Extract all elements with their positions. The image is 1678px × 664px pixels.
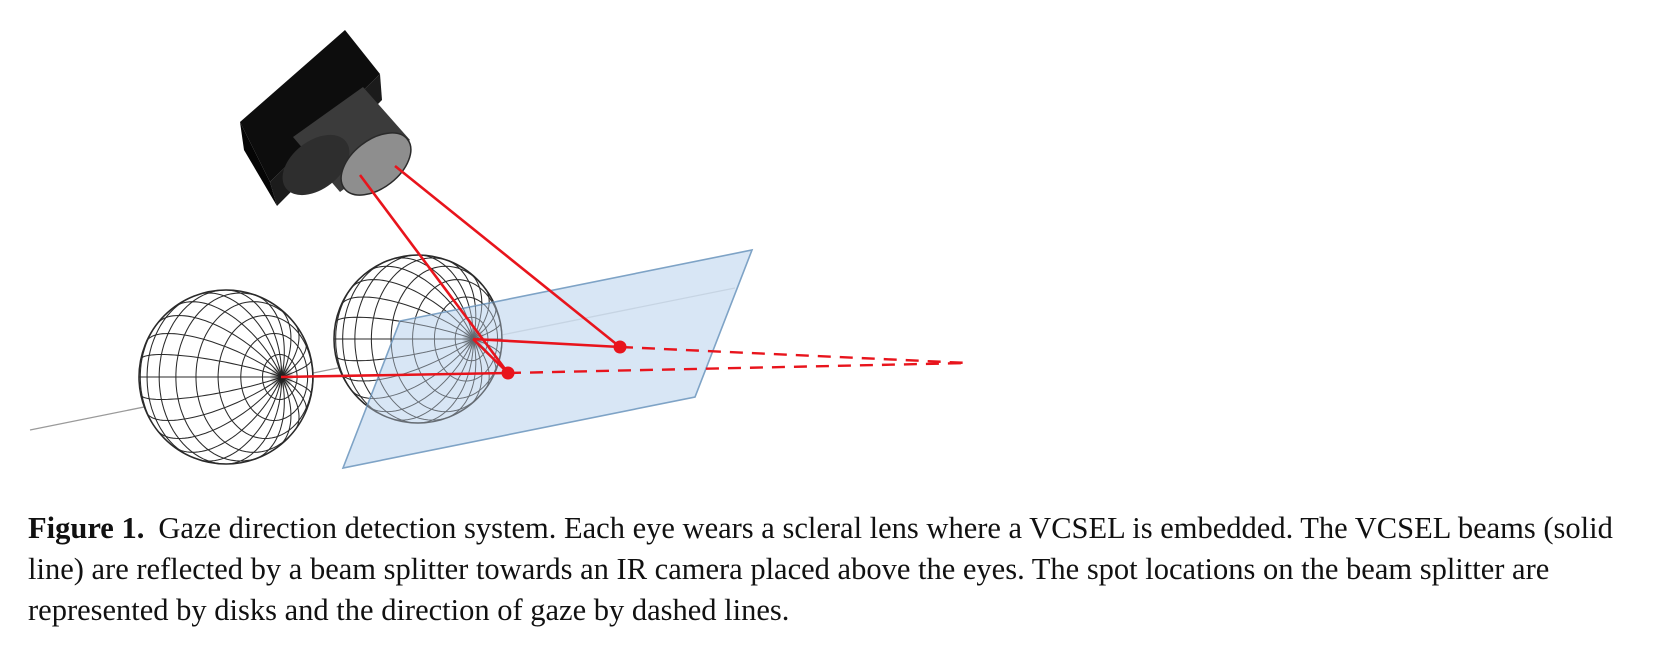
figure-caption: Figure 1.Gaze direction detection system… <box>28 508 1658 631</box>
beam-splitter-plane <box>341 248 754 470</box>
gaze-line-upper <box>619 345 969 365</box>
figure-caption-text: Gaze direction detection system. Each ey… <box>28 511 1613 627</box>
beam-camera-to-spot-upper <box>394 164 621 349</box>
gaze-direction-lines <box>507 345 969 375</box>
beam-spot-lower <box>501 366 515 380</box>
beam-right-eye-to-spot <box>472 337 621 349</box>
vcsel-beams <box>280 164 621 379</box>
ir-camera-icon <box>240 30 412 206</box>
beam-spot-upper <box>613 340 627 354</box>
beam-right-eye-to-lower-spot <box>472 338 509 374</box>
figure-label: Figure 1. <box>28 511 145 545</box>
beam-left-eye-to-spot <box>280 371 509 379</box>
camera-lens-glass <box>340 132 412 196</box>
gaze-line-lower <box>507 361 969 375</box>
gaze-detection-diagram <box>29 30 969 470</box>
